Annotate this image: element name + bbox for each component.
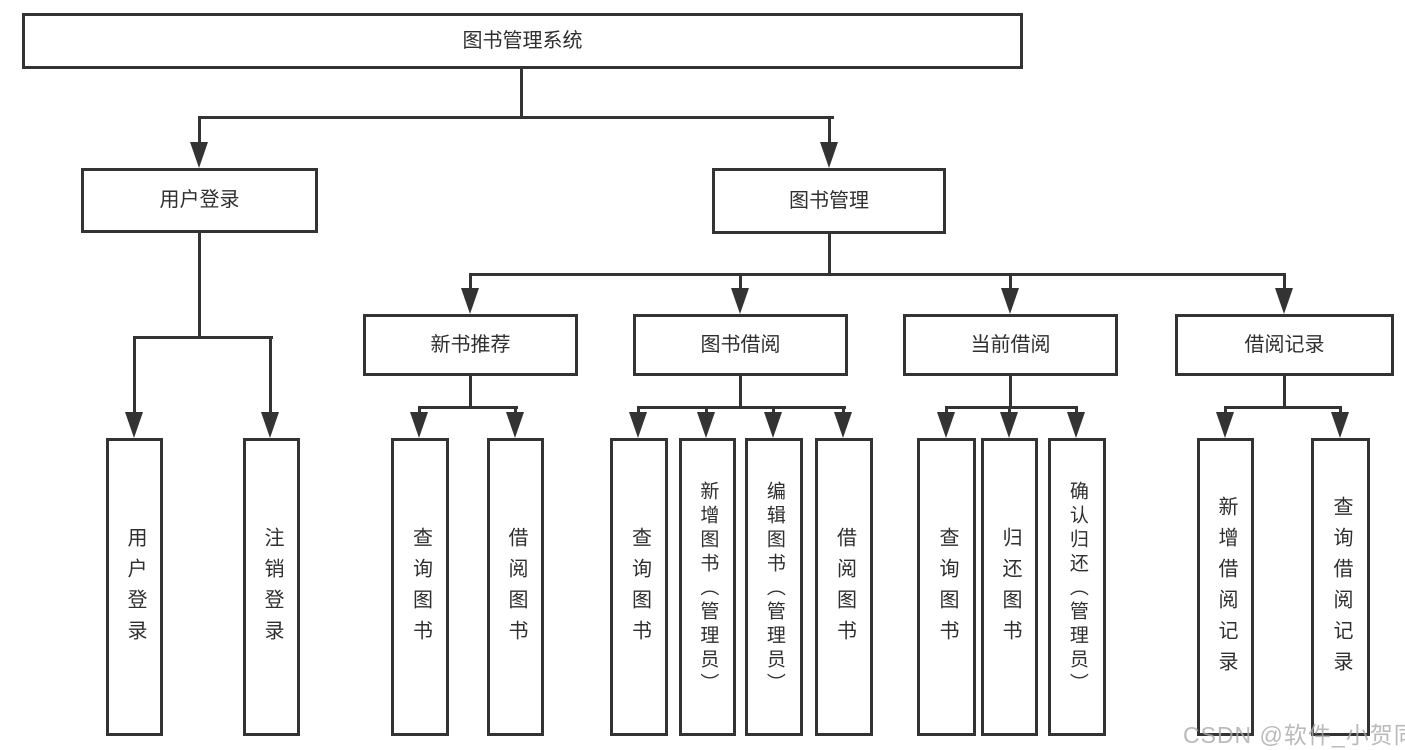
connector-line [637,406,640,415]
leaf-edit-books-admin: 编辑图书（管理员） [745,438,803,736]
arrowhead-down-icon [410,412,428,438]
connector-line [469,376,472,408]
arrowhead-down-icon [834,412,852,438]
connector-line [1224,406,1342,409]
connector-line [739,273,742,291]
connector-line [198,116,834,119]
connector-line [514,406,517,415]
node-user-login-branch: 用户登录 [81,168,318,233]
connector-line [520,69,523,118]
arrowhead-down-icon [461,288,479,314]
connector-line [133,336,136,416]
arrowhead-down-icon [764,412,782,438]
arrowhead-down-icon [820,142,838,168]
arrowhead-down-icon [1275,288,1293,314]
arrowhead-down-icon [629,412,647,438]
leaf-query-books-recommend: 查询图书 [391,438,449,736]
arrowhead-down-icon [1001,288,1019,314]
connector-line [1283,376,1286,408]
arrowhead-down-icon [1331,412,1349,438]
leaf-add-books-admin: 新增图书（管理员） [679,438,736,736]
connector-line [469,273,472,291]
connector-line [418,406,518,409]
connector-line [198,233,201,339]
connector-line [1008,406,1011,415]
arrowhead-down-icon [1000,412,1018,438]
connector-line [828,234,831,276]
connector-line [1075,406,1078,415]
csdn-watermark: CSDN @软件_小贺同学 [1183,722,1405,748]
node-current-borrowing: 当前借阅 [903,314,1118,376]
node-root-library-system: 图书管理系统 [22,13,1023,69]
arrowhead-down-icon [190,142,208,168]
node-book-management-branch: 图书管理 [712,168,946,234]
connector-line [842,406,845,415]
connector-line [269,336,272,416]
node-new-book-recommendation: 新书推荐 [363,314,578,376]
connector-line [1009,273,1012,291]
connector-line [133,336,273,339]
arrowhead-down-icon [506,412,524,438]
leaf-confirm-return-admin: 确认归还（管理员） [1048,438,1106,736]
connector-line [739,376,742,408]
leaf-query-books-borrowing: 查询图书 [610,438,668,736]
connector-line [1283,273,1286,291]
node-borrowing-records: 借阅记录 [1175,314,1394,376]
leaf-return-books: 归还图书 [981,438,1038,736]
leaf-query-borrow-record: 查询借阅记录 [1311,438,1370,736]
connector-line [1009,376,1012,408]
connector-line [637,406,846,409]
leaf-query-books-current: 查询图书 [917,438,976,736]
arrowhead-down-icon [1216,412,1234,438]
leaf-borrow-books-borrowing: 借阅图书 [815,438,873,736]
connector-line [705,406,708,415]
node-book-borrowing: 图书借阅 [633,314,848,376]
arrowhead-down-icon [731,288,749,314]
connector-line [469,273,1286,276]
leaf-add-borrow-record: 新增借阅记录 [1197,438,1254,736]
connector-line [772,406,775,415]
connector-line [1224,406,1227,415]
arrowhead-down-icon [125,412,143,438]
connector-line [828,116,831,146]
connector-line [945,406,948,415]
arrowhead-down-icon [937,412,955,438]
arrowhead-down-icon [697,412,715,438]
connector-line [418,406,421,415]
connector-line [945,406,1078,409]
connector-line [1339,406,1342,415]
leaf-user-login: 用户登录 [106,438,163,736]
arrowhead-down-icon [261,412,279,438]
leaf-logout: 注销登录 [243,438,300,736]
leaf-borrow-books-recommend: 借阅图书 [487,438,544,736]
connector-line [198,116,201,146]
arrowhead-down-icon [1067,412,1085,438]
